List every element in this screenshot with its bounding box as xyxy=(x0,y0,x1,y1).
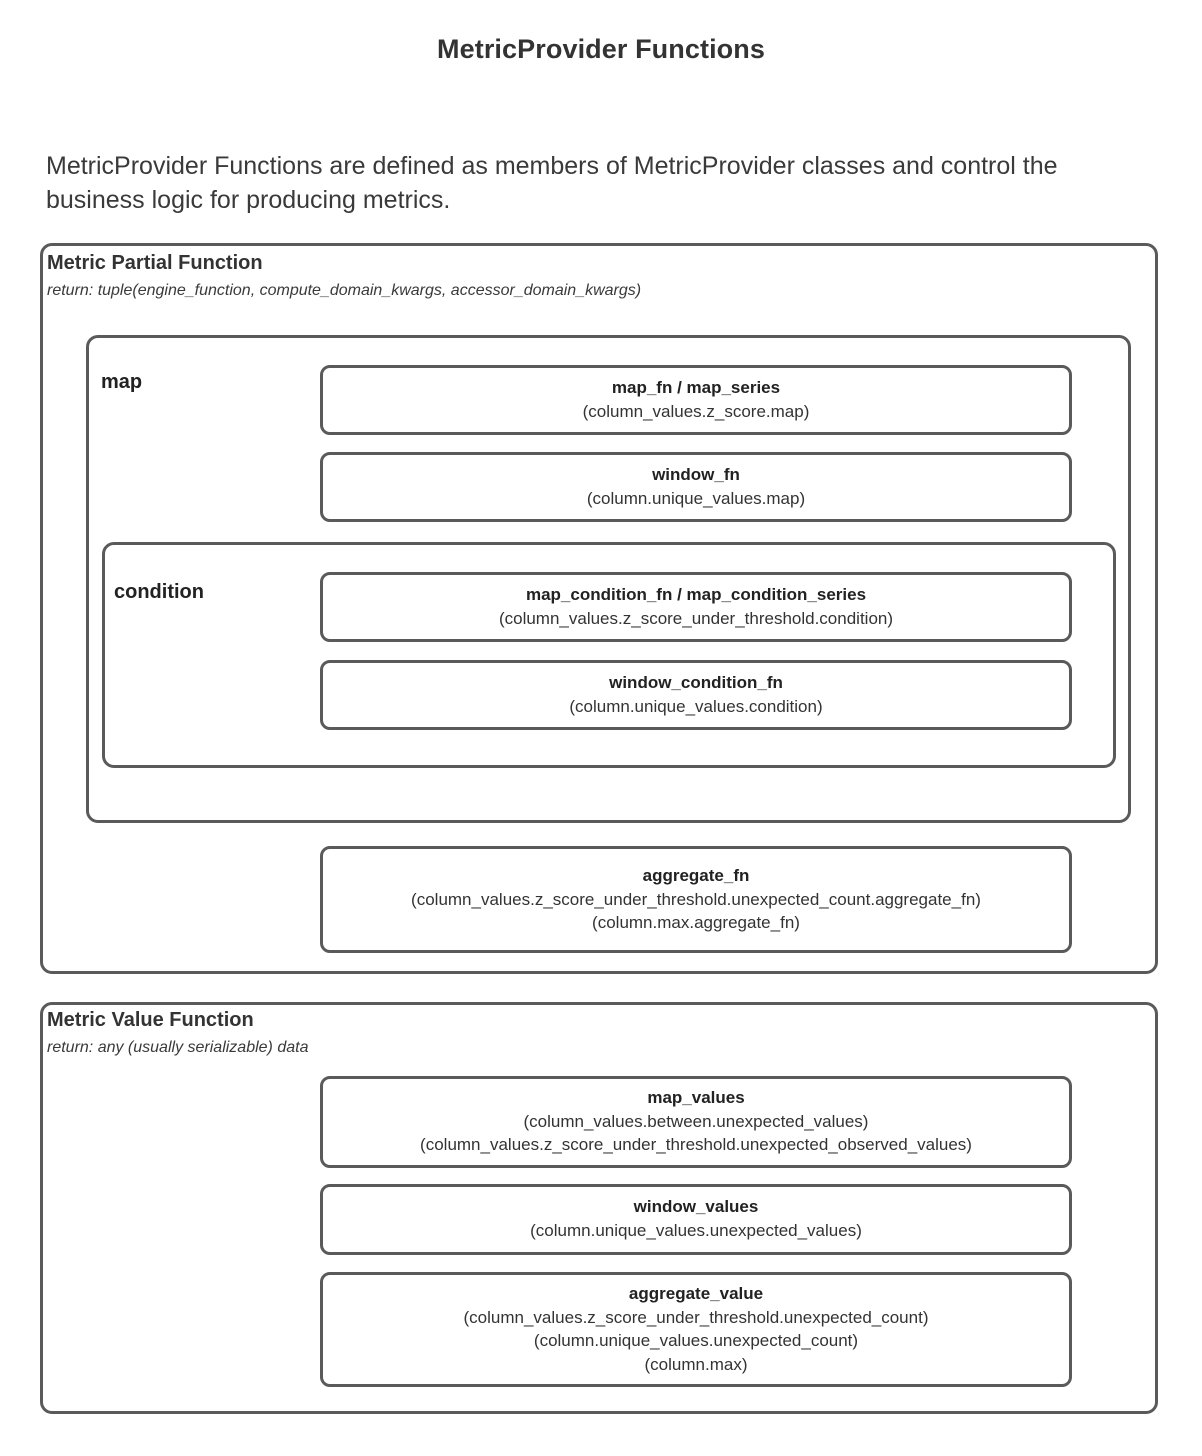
aggregate-fn-subtitle-1: (column_values.z_score_under_threshold.u… xyxy=(411,889,981,909)
window-values-box: window_values (column.unique_values.unex… xyxy=(320,1184,1072,1255)
map-fn-subtitle: (column_values.z_score.map) xyxy=(582,401,810,421)
map-fn-box: map_fn / map_series (column_values.z_sco… xyxy=(320,365,1072,435)
page-title: MetricProvider Functions xyxy=(437,34,765,64)
aggregate-value-subtitle-1: (column_values.z_score_under_threshold.u… xyxy=(463,1307,929,1327)
window-fn-title: window_fn xyxy=(652,464,740,484)
aggregate-value-title: aggregate_value xyxy=(628,1283,764,1303)
map-condition-fn-subtitle: (column_values.z_score_under_threshold.c… xyxy=(498,608,894,628)
map-condition-fn-title: map_condition_fn / map_condition_series xyxy=(525,584,867,604)
map-values-box: map_values (column_values.between.unexpe… xyxy=(320,1076,1072,1168)
aggregate-fn-subtitle-2: (column.max.aggregate_fn) xyxy=(592,912,800,932)
map-values-title: map_values xyxy=(647,1088,745,1108)
map-values-subtitle-1: (column_values.between.unexpected_values… xyxy=(523,1112,869,1132)
aggregate-value-subtitle-3: (column.max) xyxy=(644,1354,748,1374)
aggregate-fn-box: aggregate_fn (column_values.z_score_unde… xyxy=(320,846,1072,953)
window-condition-fn-title: window_condition_fn xyxy=(609,672,783,692)
aggregate-value-box: aggregate_value (column_values.z_score_u… xyxy=(320,1272,1072,1387)
window-fn-box: window_fn (column.unique_values.map) xyxy=(320,452,1072,522)
metric-partial-function-title: Metric Partial Function xyxy=(47,252,263,274)
metric-value-function-title: Metric Value Function xyxy=(47,1009,254,1031)
aggregate-fn-title: aggregate_fn xyxy=(642,865,750,885)
window-values-subtitle-1: (column.unique_values.unexpected_values) xyxy=(530,1221,862,1241)
window-condition-fn-box: window_condition_fn (column.unique_value… xyxy=(320,660,1072,730)
window-values-title: window_values xyxy=(633,1197,759,1217)
window-fn-subtitle: (column.unique_values.map) xyxy=(586,488,806,508)
window-condition-fn-subtitle: (column.unique_values.condition) xyxy=(569,696,823,716)
metric-partial-function-return-note: return: tuple(engine_function, compute_d… xyxy=(47,282,642,299)
map-fn-title: map_fn / map_series xyxy=(611,377,781,397)
page-intro-text: MetricProvider Functions are defined as … xyxy=(46,152,1058,214)
map-group-label: map xyxy=(101,371,143,393)
aggregate-value-subtitle-2: (column.unique_values.unexpected_count) xyxy=(533,1331,859,1351)
map-values-subtitle-2: (column_values.z_score_under_threshold.u… xyxy=(420,1135,972,1155)
condition-group-label: condition xyxy=(114,581,204,603)
map-condition-fn-box: map_condition_fn / map_condition_series … xyxy=(320,572,1072,642)
metric-value-function-return-note: return: any (usually serializable) data xyxy=(47,1039,309,1056)
